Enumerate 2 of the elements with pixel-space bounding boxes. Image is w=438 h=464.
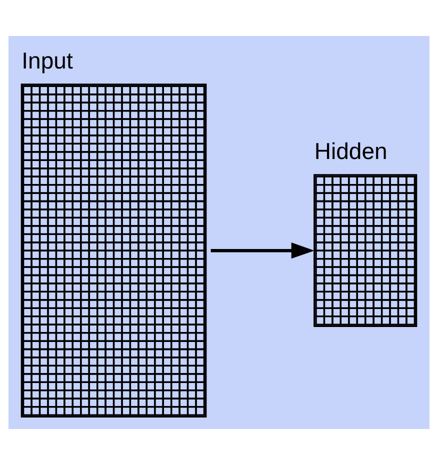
node-label: Input <box>22 46 73 73</box>
node-label: Hidden <box>314 137 388 164</box>
